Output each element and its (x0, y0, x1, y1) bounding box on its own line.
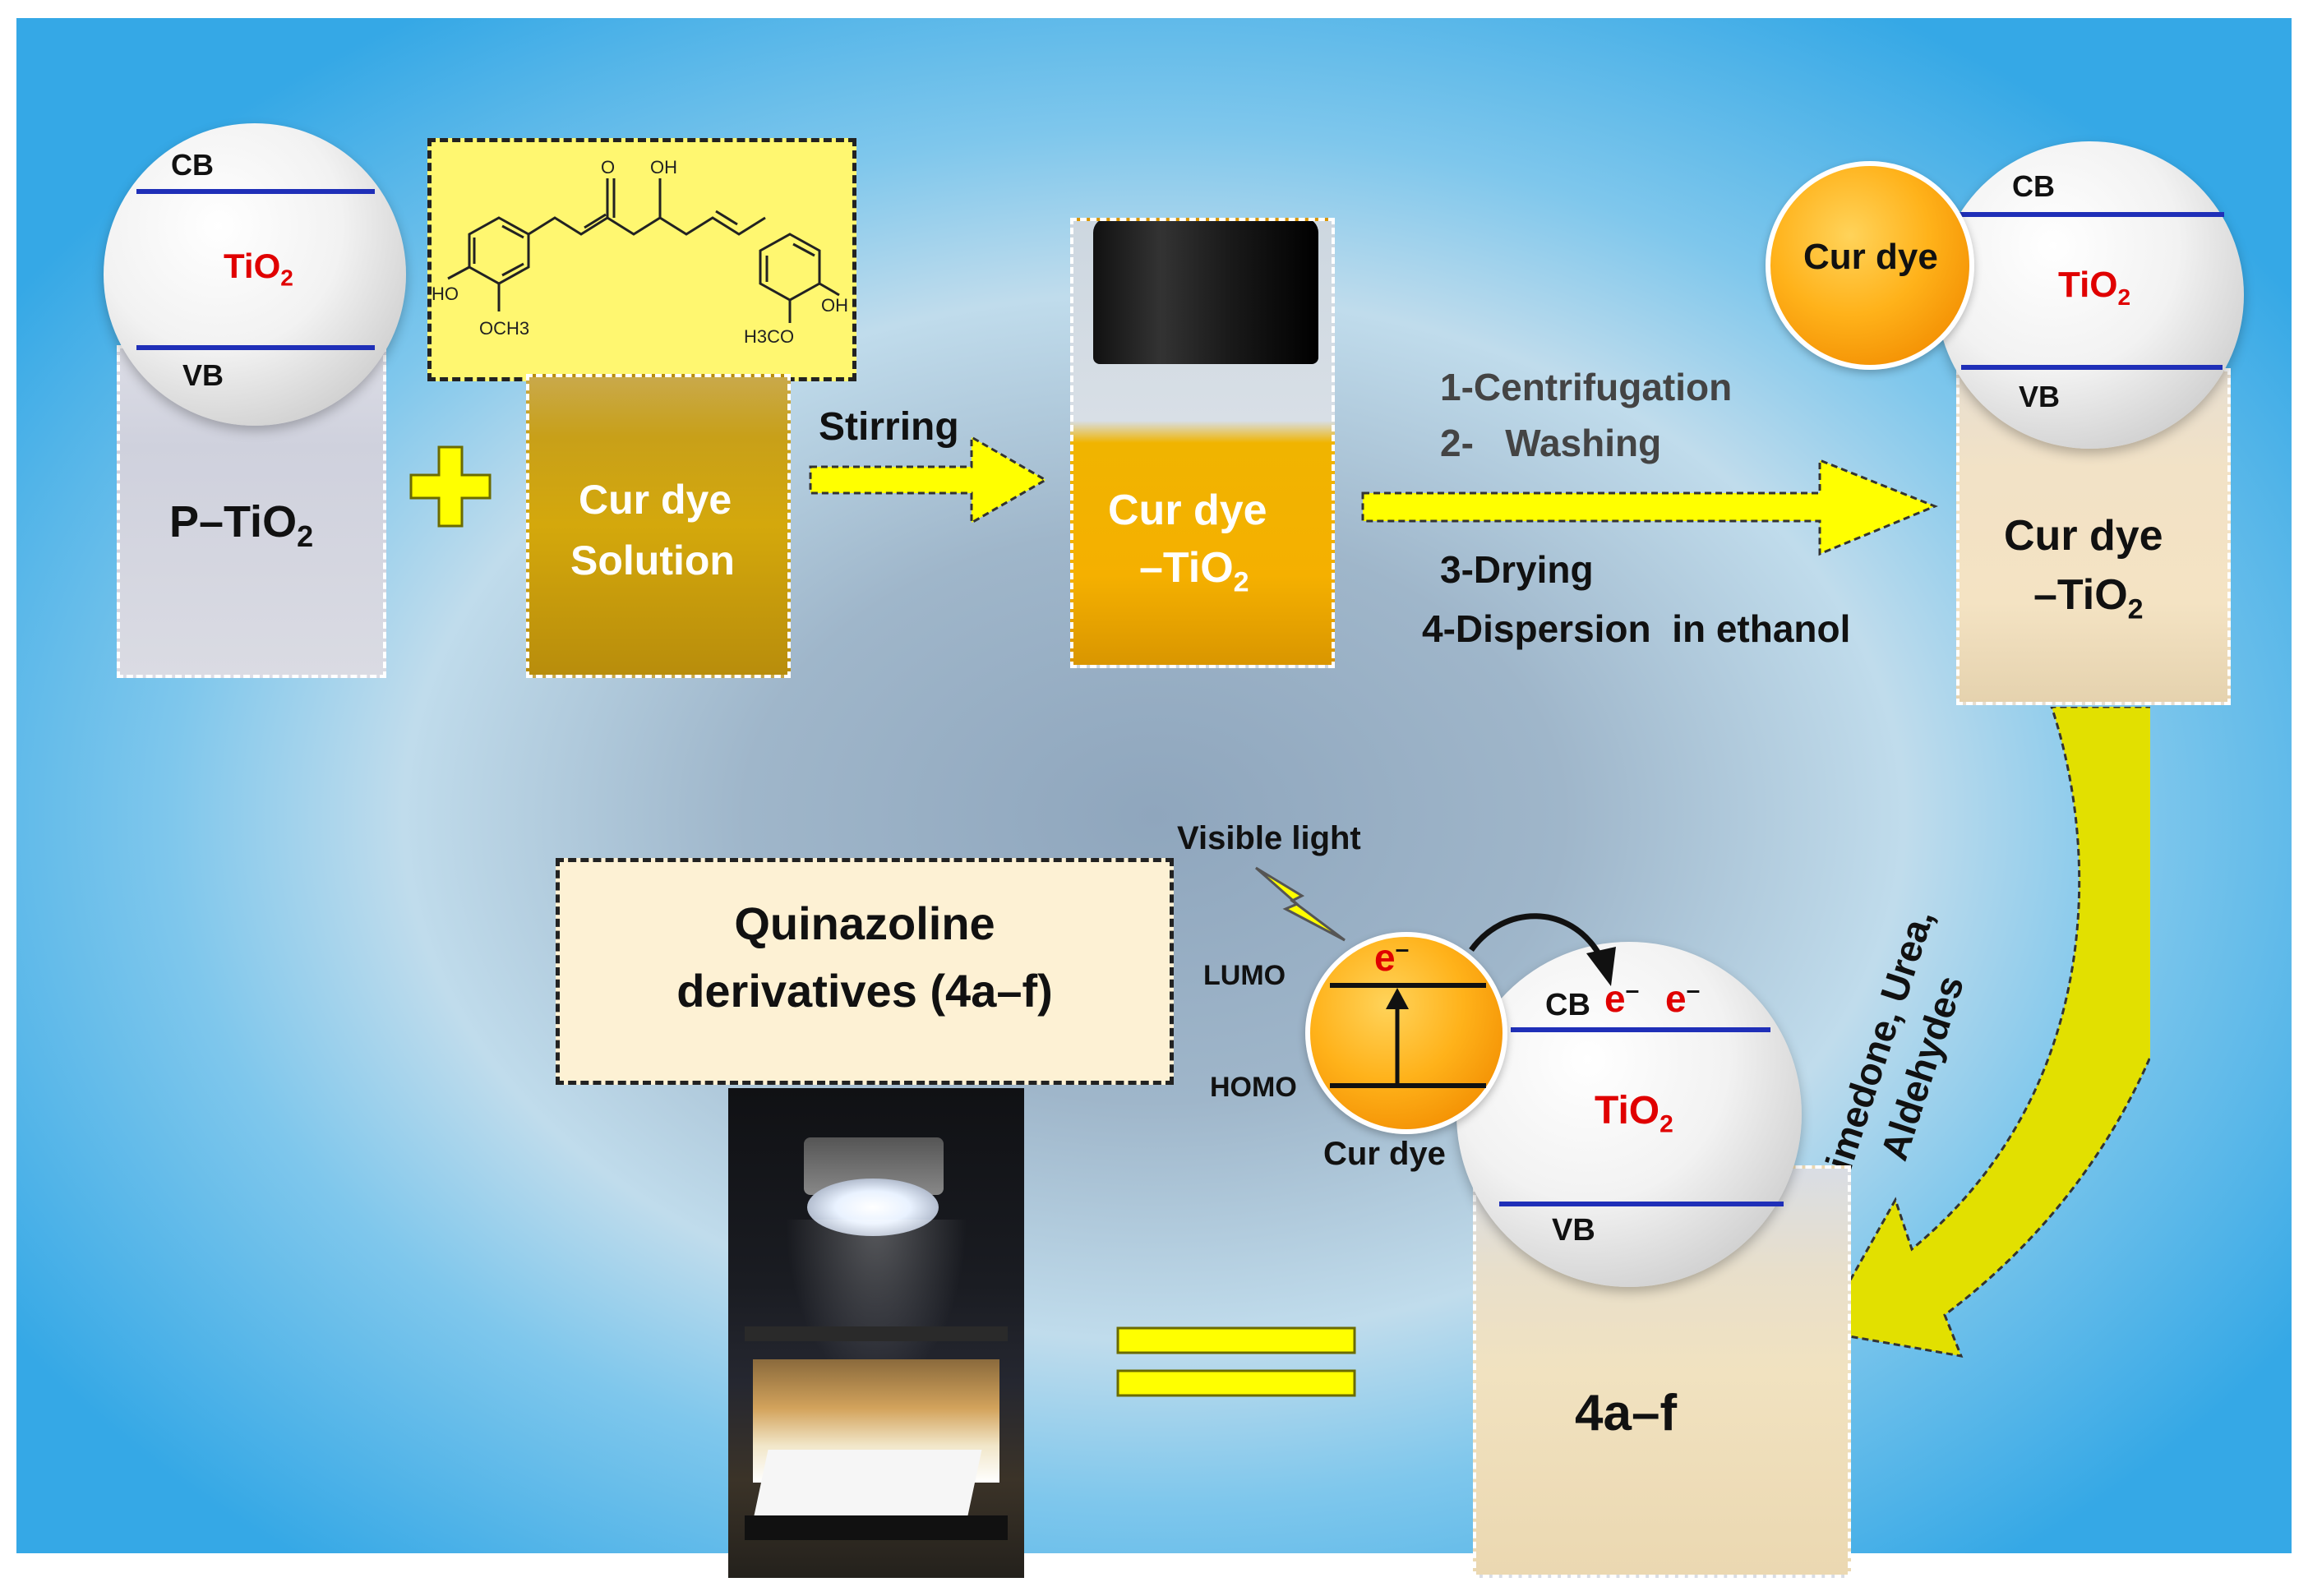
tio2-label-main: TiO (1595, 1089, 1660, 1132)
tio2-label: TiO2 (1595, 1088, 1673, 1139)
product-box-line1: Quinazoline (734, 897, 995, 949)
vial-dye-tio2-middle: Cur dye –TiO2 (1070, 218, 1335, 668)
equals-icon (1116, 1326, 1356, 1397)
step-1: 1-Centrifugation (1440, 366, 1733, 408)
cb-electron-1: e– (1604, 976, 1639, 1021)
right-h3co-label: H3CO (744, 326, 794, 347)
cb-band-line (136, 189, 375, 194)
cur-dye-label: Cur dye (1323, 1136, 1446, 1172)
step-2: 2- Washing (1440, 422, 1662, 464)
electron-sign: – (1686, 976, 1701, 1004)
lamp-light (807, 1179, 939, 1236)
dye-tio2-middle-line2-sub: 2 (1233, 566, 1249, 598)
electron-symbol: e (1665, 977, 1687, 1020)
dye-tio2-right-line1: Cur dye (2004, 512, 2163, 560)
electron-transfer-arrow (1469, 913, 1616, 986)
left-ho-label: HO (432, 284, 459, 304)
tio2-label-main: TiO (224, 247, 281, 285)
carbonyl-o-label: O (601, 157, 615, 178)
vial-ptio2-label: P–TiO2 (169, 496, 313, 554)
step-3: 3-Drying (1440, 548, 1594, 591)
homo-level (1330, 1083, 1486, 1088)
lumo-label: LUMO (1203, 960, 1286, 991)
tio2-label: TiO2 (224, 247, 293, 291)
tio2-particle-1: CB VB TiO2 (104, 123, 406, 426)
dye-tio2-right-line2-main: –TiO (2033, 571, 2128, 619)
cb-band-line (1511, 1027, 1770, 1032)
enol-oh-label: OH (650, 157, 677, 178)
plus-icon (409, 445, 492, 528)
vial-product-label: 4a–f (1575, 1385, 1678, 1441)
lumo-level (1330, 983, 1486, 988)
step-4: 4-Dispersion in ethanol (1422, 607, 1851, 650)
vial-ptio2-label-main: P–TiO (169, 497, 298, 547)
vial-cap (1093, 221, 1318, 364)
tio2-label: TiO2 (2058, 265, 2130, 311)
electron-symbol: e (1604, 977, 1626, 1020)
tio2-label-sub: 2 (280, 265, 293, 291)
cb-label: CB (2012, 169, 2055, 203)
cur-dye-sensitizer: e– (1305, 932, 1507, 1134)
dye-solution-line1: Cur dye (579, 477, 732, 523)
vial-ptio2-label-sub: 2 (297, 519, 314, 553)
product-box: Quinazoline derivatives (4a–f) (556, 858, 1174, 1085)
stirring-label: Stirring (819, 405, 959, 449)
product-box-line2: derivatives (4a–f) (676, 965, 1053, 1017)
tio2-particle-3: CB e– e– TiO2 VB (1456, 942, 1802, 1287)
reactor-base (745, 1515, 1008, 1540)
vial-dye-solution: Cur dye Solution (526, 374, 791, 678)
cb-electron-2: e– (1665, 976, 1700, 1021)
lightning-icon (1255, 866, 1346, 942)
vb-label: VB (1552, 1213, 1595, 1248)
cb-band-line (1955, 212, 2224, 217)
dye-tio2-middle-line2: –TiO2 (1139, 543, 1249, 598)
reactor-plate (754, 1450, 982, 1515)
vb-band-line (136, 345, 375, 350)
tio2-label-sub: 2 (1659, 1110, 1673, 1138)
process-arrow (1361, 458, 1938, 556)
cb-label: CB (171, 148, 214, 182)
stirring-arrow (809, 435, 1048, 525)
tio2-particle-2: CB VB TiO2 (1936, 141, 2244, 449)
dye-solution-line2: Solution (570, 537, 735, 584)
vb-band-line (1961, 365, 2223, 370)
dye-tio2-middle-line1: Cur dye (1108, 487, 1267, 534)
vb-label: VB (2019, 380, 2061, 413)
cur-dye-particle: Cur dye (1766, 161, 1974, 370)
electron-sign: – (1625, 976, 1640, 1004)
curcumin-structure-box: O OH HO OCH3 OH H3CO (427, 138, 856, 381)
reactor-frame (745, 1326, 1008, 1341)
left-och3-label: OCH3 (479, 318, 529, 339)
excitation-arrow-icon (1386, 988, 1409, 1083)
right-oh-label: OH (821, 295, 848, 316)
electron-sign: – (1395, 935, 1410, 963)
cur-dye-particle-label: Cur dye (1803, 237, 1938, 277)
cb-label: CB (1545, 988, 1590, 1022)
electron-symbol: e (1374, 936, 1396, 979)
curved-reaction-arrow (1821, 707, 2150, 1358)
dye-tio2-middle-line2-main: –TiO (1139, 544, 1234, 592)
visible-light-label: Visible light (1177, 820, 1361, 856)
dye-tio2-right-line2-sub: 2 (2127, 593, 2144, 625)
photoreactor-photo (728, 1088, 1024, 1578)
homo-label: HOMO (1210, 1072, 1297, 1103)
dye-tio2-right-line2: –TiO2 (2033, 570, 2144, 625)
curcumin-structure: O OH HO OCH3 OH H3CO (432, 157, 848, 347)
tio2-label-main: TiO (2058, 265, 2118, 305)
vb-label: VB (182, 358, 224, 392)
tio2-label-sub: 2 (2117, 284, 2131, 310)
vb-band-line (1499, 1202, 1784, 1206)
lumo-electron: e– (1374, 935, 1409, 980)
